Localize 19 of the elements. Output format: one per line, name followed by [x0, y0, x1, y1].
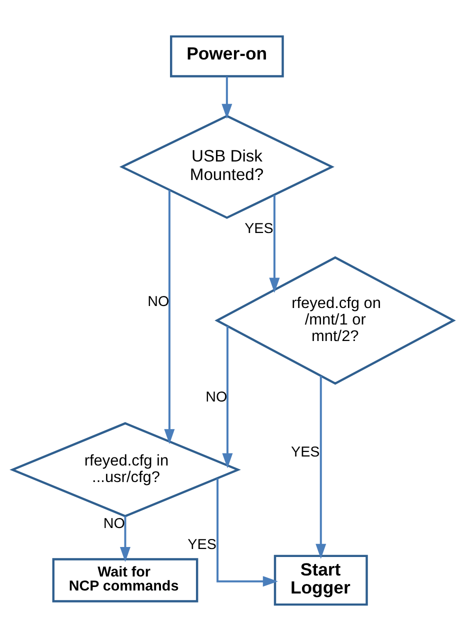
node-diamond: USB Disk Mounted? — [119, 114, 334, 219]
arrow — [269, 195, 280, 293]
edge-label: NO — [206, 390, 228, 406]
node-box: Wait for NCP commands — [52, 558, 198, 602]
node-diamond: rfeyed.cfg on /mnt/1 or mnt/2? — [214, 256, 456, 385]
arrow — [222, 76, 232, 119]
node-diamond: rfeyed.cfg in ...usr/cfg? — [10, 422, 241, 518]
node-box: Power-on — [170, 35, 284, 78]
edge-label: NO — [148, 294, 170, 310]
arrow — [222, 326, 233, 468]
edge-label: YES — [188, 537, 216, 554]
arrow — [164, 190, 175, 444]
arrow — [120, 516, 130, 562]
arrow — [216, 478, 278, 587]
edge-label: NO — [103, 516, 125, 532]
edge-label: YES — [244, 220, 274, 237]
arrow — [316, 376, 326, 559]
edge-label: YES — [291, 444, 320, 460]
node-box: Start Logger — [274, 554, 368, 606]
